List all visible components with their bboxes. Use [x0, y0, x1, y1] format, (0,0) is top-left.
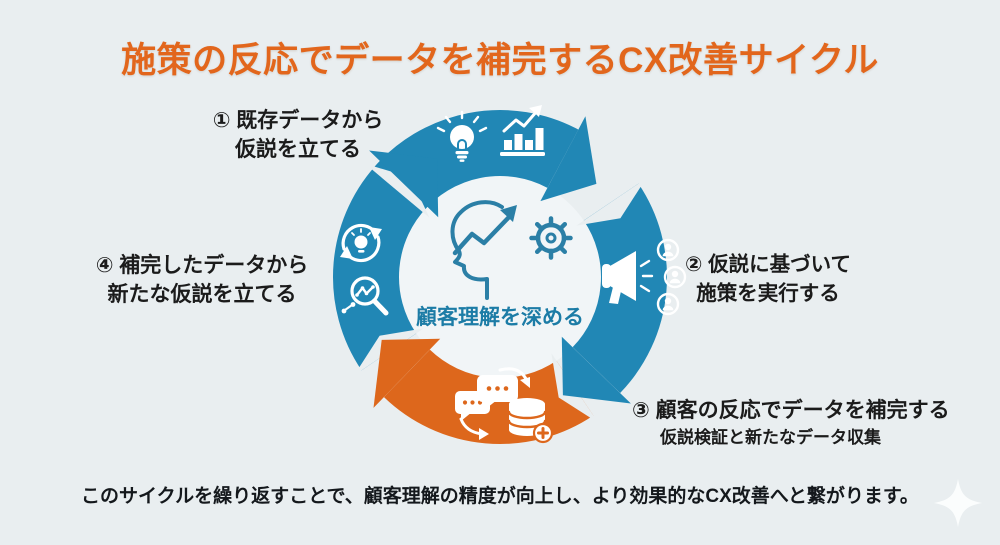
feedback-to-database-icon — [455, 367, 554, 444]
arrowhead-top — [540, 116, 597, 202]
step-1-line1: ① 既存データから — [212, 109, 384, 132]
step-1-line2: 仮説を立てる — [235, 138, 361, 161]
arrowhead-right — [561, 336, 631, 404]
step-1-label: ① 既存データから 仮説を立てる — [183, 106, 413, 164]
footer-summary: このサイクルを繰り返すことで、顧客理解の精度が向上し、より効果的なCX改善へと繋… — [81, 486, 919, 507]
sparkle-icon — [934, 479, 982, 527]
page-title: 施策の反応でデータを補完するCX改善サイクル — [121, 41, 879, 80]
segment-gap-notches — [354, 163, 646, 423]
step-4-line1: ④ 補完したデータから — [95, 254, 309, 277]
database-icon — [507, 398, 554, 444]
step-4-label: ④ 補完したデータから 新たな仮説を立てる — [88, 251, 316, 309]
step-3-label: ③ 顧客の反応でデータを補完する 仮説検証と新たなデータ収集 — [632, 397, 962, 450]
audience-avatars — [656, 238, 687, 316]
gear-icon — [529, 216, 573, 260]
refresh-idea-magnifier-icon — [340, 223, 389, 316]
step-3-line1: ③ 顧客の反応でデータを補完する — [632, 399, 950, 422]
arrowhead-bottom — [373, 338, 441, 408]
head-insight-gear-icon — [450, 200, 573, 300]
step-2-line2: 施策を実行する — [696, 282, 840, 305]
cycle-arc-left — [333, 160, 429, 371]
arrowhead-left — [369, 150, 439, 218]
cycle-center-label: 顧客理解を深める — [416, 306, 584, 329]
megaphone-audience-icon — [602, 238, 687, 316]
lightbulb-barchart-icon — [436, 105, 545, 162]
step-2-line1: ② 仮説に基づいて — [685, 253, 851, 276]
step-3-line2: 仮説検証と新たなデータ収集 — [660, 428, 881, 447]
step-2-label: ② 仮説に基づいて 施策を実行する — [683, 250, 853, 308]
step-4-line2: 新たな仮説を立てる — [107, 283, 297, 306]
cycle-arrowheads — [369, 116, 631, 408]
